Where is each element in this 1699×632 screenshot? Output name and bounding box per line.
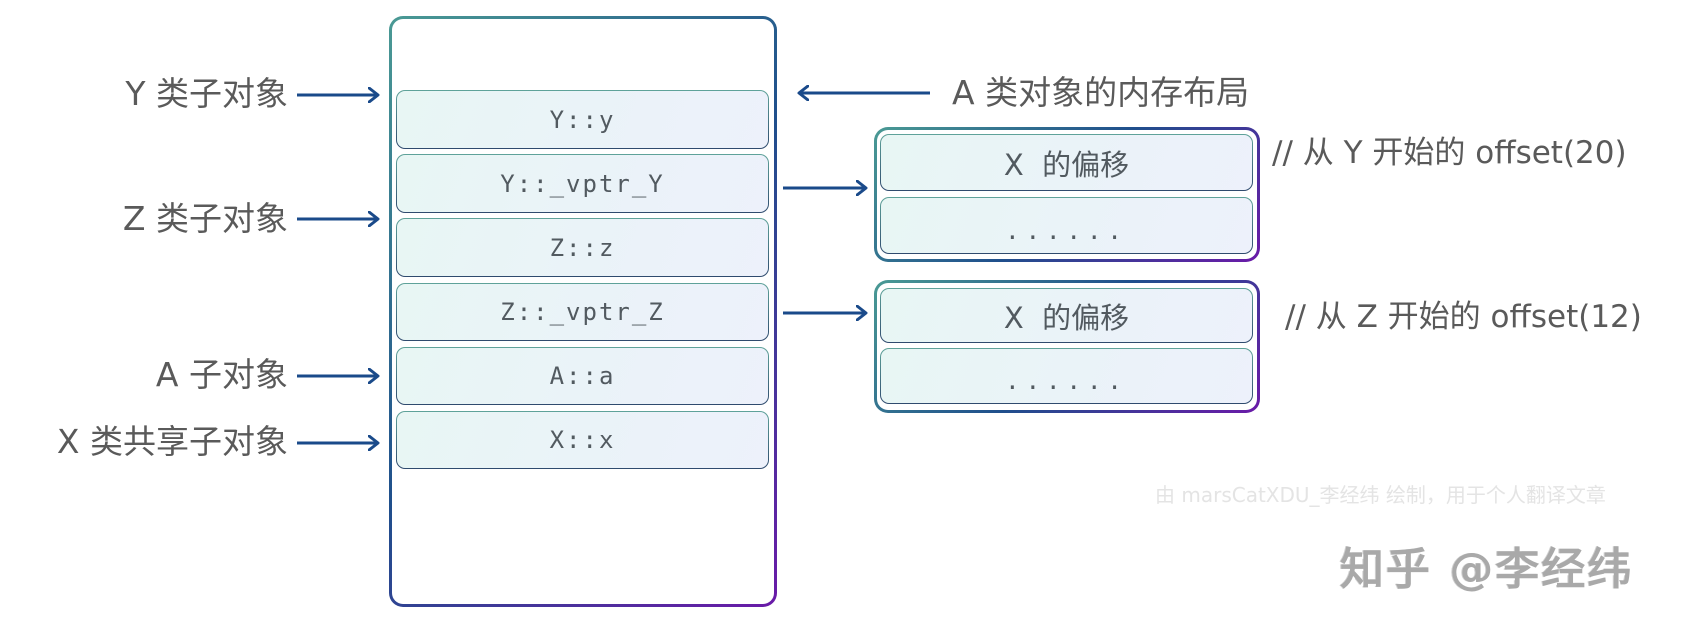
label-z-subobject: Z 类子对象 <box>122 199 288 238</box>
vtable-z-x-offset: X 的偏移 <box>880 288 1253 343</box>
layout-row-y-y: Y::y <box>396 90 769 149</box>
credit-watermark: 由 marsCatXDU_李经纬 绘制，用于个人翻译文章 <box>1155 483 1606 507</box>
label-x-shared-subobject: X 类共享子对象 <box>56 422 288 461</box>
layout-row-x-x: X::x <box>396 411 769 469</box>
vtable-z-more: ...... <box>880 348 1253 404</box>
label-y-subobject: Y 类子对象 <box>125 74 288 113</box>
layout-row-vptr-z: Z::_vptr_Z <box>396 283 769 341</box>
layout-row-z-z: Z::z <box>396 218 769 277</box>
vtable-y-comment: // 从 Y 开始的 offset(20) <box>1272 135 1627 171</box>
vtable-y-more: ...... <box>880 197 1253 254</box>
site-watermark: 知乎 @李经纬 <box>1340 544 1634 595</box>
vtable-z-comment: // 从 Z 开始的 offset(12) <box>1285 299 1642 335</box>
layout-row-a-a: A::a <box>396 347 769 405</box>
vtable-y-x-offset: X 的偏移 <box>880 134 1253 191</box>
layout-row-vptr-y: Y::_vptr_Y <box>396 154 769 213</box>
label-a-subobject: A 子对象 <box>155 355 288 394</box>
layout-title: A 类对象的内存布局 <box>952 73 1250 112</box>
